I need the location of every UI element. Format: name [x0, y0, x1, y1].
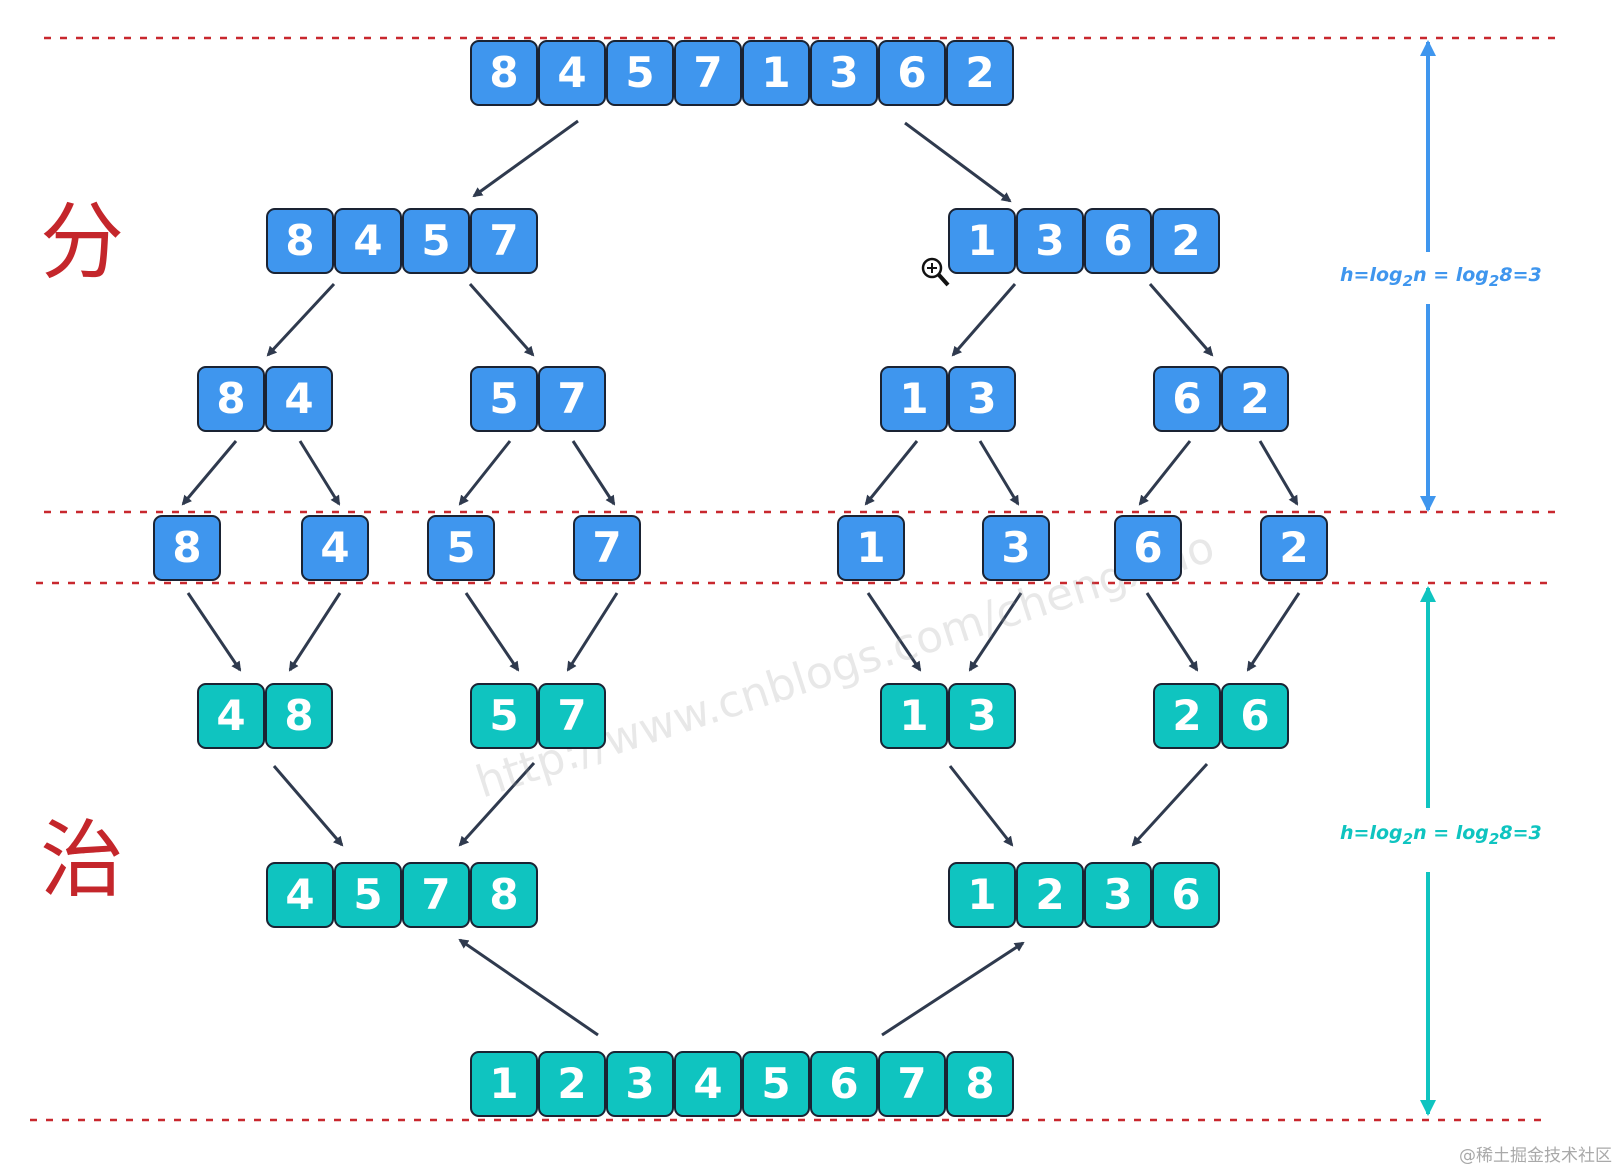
flow-arrow-25	[1131, 762, 1209, 847]
merge1-group-1-cell-0: 5	[470, 683, 538, 749]
merge1-group-2-cell-0: 1	[880, 683, 948, 749]
flow-arrow-15	[288, 592, 342, 672]
split3-group-5-cell-0: 3	[982, 515, 1050, 581]
split2-group-0-cell-1: 4	[265, 366, 333, 432]
split0-group-0-cell-3: 7	[674, 40, 742, 106]
split2-group-3-cell-1: 2	[1221, 366, 1289, 432]
flow-arrow-3	[468, 283, 535, 357]
merge1-group-0-cell-0: 4	[197, 683, 265, 749]
split2-group-2-cell-0: 1	[880, 366, 948, 432]
merge1-group-0-cell-1: 8	[265, 683, 333, 749]
merge1-group-3-cell-1: 6	[1221, 683, 1289, 749]
split0-group-0-cell-0: 8	[470, 40, 538, 106]
split0-group-0-cell-5: 3	[810, 40, 878, 106]
merge2-group-0-cell-2: 7	[402, 862, 470, 928]
merge3-group-0-cell-3: 4	[674, 1051, 742, 1117]
merge3-group-0-cell-2: 3	[606, 1051, 674, 1117]
split3-group-0-cell-0: 8	[153, 515, 221, 581]
merge2-group-1-cell-3: 6	[1152, 862, 1220, 928]
flow-arrow-26	[458, 938, 599, 1037]
flow-arrow-1	[904, 121, 1012, 203]
split3-group-6-cell-0: 6	[1114, 515, 1182, 581]
flow-arrow-22	[272, 765, 344, 847]
split0-group-0-cell-1: 4	[538, 40, 606, 106]
flow-arrow-4	[951, 283, 1017, 357]
split3-group-1-cell-0: 4	[301, 515, 369, 581]
flow-arrow-13	[1258, 440, 1299, 506]
merge3-group-0-cell-1: 2	[538, 1051, 606, 1117]
flow-arrow-8	[458, 440, 512, 506]
conquer-label: 治	[40, 811, 125, 909]
split0-group-0-cell-7: 2	[946, 40, 1014, 106]
split0-group-0-cell-4: 1	[742, 40, 810, 106]
split1-group-0-cell-2: 5	[402, 208, 470, 274]
split3-group-7-cell-0: 2	[1260, 515, 1328, 581]
flow-arrow-17	[566, 592, 619, 672]
split2-group-0-cell-0: 8	[197, 366, 265, 432]
merge2-group-1-cell-0: 1	[948, 862, 1016, 928]
merge3-group-0-cell-7: 8	[946, 1051, 1014, 1117]
merge2-group-1-cell-1: 2	[1016, 862, 1084, 928]
merge2-group-1-cell-2: 3	[1084, 862, 1152, 928]
merge1-group-2-cell-1: 3	[948, 683, 1016, 749]
split2-group-2-cell-1: 3	[948, 366, 1016, 432]
split3-group-4-cell-0: 1	[837, 515, 905, 581]
flow-arrow-0	[472, 119, 579, 198]
flow-arrow-11	[978, 440, 1020, 506]
flow-arrow-9	[571, 440, 616, 506]
flow-arrow-24	[948, 765, 1014, 847]
split1-group-1-cell-3: 2	[1152, 208, 1220, 274]
merge3-group-0-cell-0: 1	[470, 1051, 538, 1117]
flow-arrow-12	[1138, 440, 1192, 506]
zoom-cursor-icon	[921, 257, 950, 287]
flow-arrow-7	[298, 440, 341, 506]
flow-arrow-14	[186, 592, 242, 672]
split2-group-1-cell-1: 7	[538, 366, 606, 432]
credit-text: @稀土掘金技术社区	[1459, 1146, 1612, 1166]
split1-group-1-cell-2: 6	[1084, 208, 1152, 274]
merge2-group-0-cell-1: 5	[334, 862, 402, 928]
split1-group-0-cell-3: 7	[470, 208, 538, 274]
merge3-group-0-cell-5: 6	[810, 1051, 878, 1117]
flow-arrow-6	[181, 440, 238, 506]
divide-label: 分	[40, 193, 125, 291]
split2-group-1-cell-0: 5	[470, 366, 538, 432]
split0-group-0-cell-2: 5	[606, 40, 674, 106]
flow-arrow-16	[464, 592, 520, 672]
split1-group-1-cell-0: 1	[948, 208, 1016, 274]
split3-group-3-cell-0: 7	[573, 515, 641, 581]
merge1-group-3-cell-0: 2	[1153, 683, 1221, 749]
flow-arrow-27	[881, 941, 1025, 1037]
merge3-group-0-cell-6: 7	[878, 1051, 946, 1117]
split1-group-0-cell-1: 4	[334, 208, 402, 274]
flow-arrow-23	[458, 761, 536, 847]
merge2-group-0-cell-3: 8	[470, 862, 538, 928]
merge1-group-1-cell-1: 7	[538, 683, 606, 749]
merge2-group-0-cell-0: 4	[266, 862, 334, 928]
merge-height-formula: h=log2n = log28=3	[1340, 822, 1542, 848]
split1-group-0-cell-0: 8	[266, 208, 334, 274]
split0-group-0-cell-6: 6	[878, 40, 946, 106]
flow-arrow-2	[266, 282, 336, 357]
flow-arrow-21	[1246, 592, 1301, 672]
split1-group-1-cell-1: 3	[1016, 208, 1084, 274]
split3-group-2-cell-0: 5	[427, 515, 495, 581]
flow-arrow-10	[864, 440, 919, 506]
flow-arrow-18	[866, 592, 922, 672]
flow-arrow-5	[1148, 283, 1214, 357]
merge3-group-0-cell-4: 5	[742, 1051, 810, 1117]
flow-arrow-19	[968, 592, 1023, 672]
flow-arrow-20	[1145, 592, 1199, 672]
split-height-formula: h=log2n = log28=3	[1340, 264, 1542, 290]
split2-group-3-cell-0: 6	[1153, 366, 1221, 432]
